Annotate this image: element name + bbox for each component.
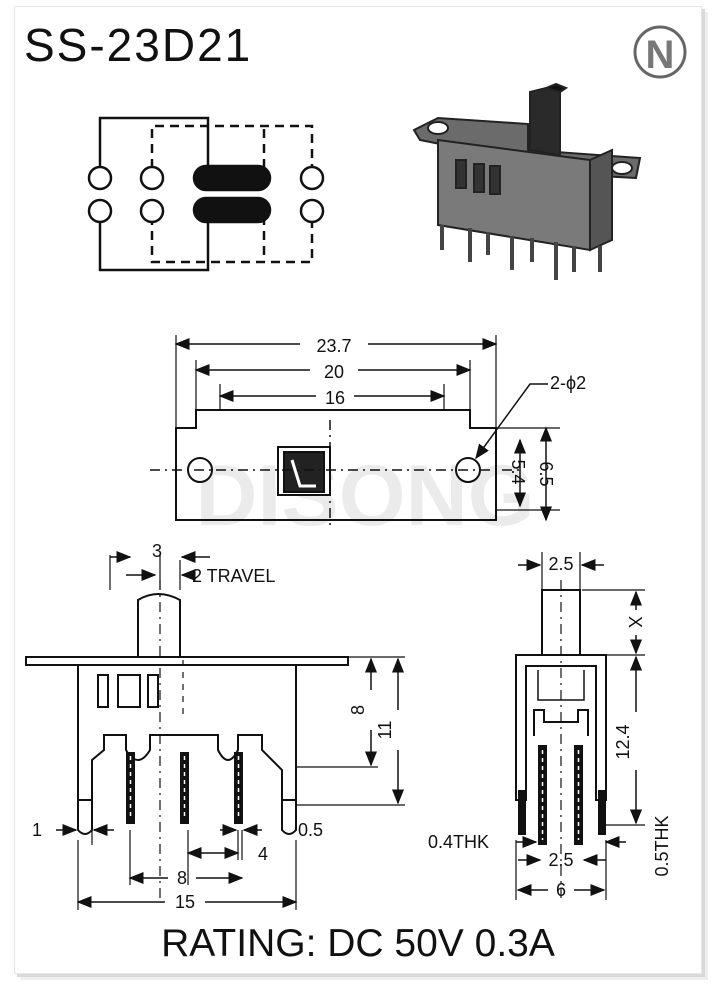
- dim-actuator-width: 3: [152, 541, 162, 561]
- dim-pin-width: 1: [32, 820, 42, 840]
- dim-thickness-05: 0.5THK: [652, 815, 672, 876]
- dim-body-height: 8: [348, 705, 368, 715]
- top-view: [150, 335, 560, 530]
- dim-side-height: 12.4: [613, 724, 633, 759]
- switch-illustration: [412, 82, 642, 280]
- dim-overall-length: 23.7: [316, 336, 351, 356]
- dim-side-x: X: [625, 616, 645, 628]
- dim-side-width: 6: [556, 880, 566, 900]
- dim-hole-spacing: 20: [324, 362, 344, 382]
- dim-pin-thickness: 0.5: [298, 820, 323, 840]
- watermark: DISONG: [195, 448, 534, 544]
- side-view: [515, 552, 645, 900]
- rating-text: RATING: DC 50V 0.3A: [161, 922, 555, 965]
- brand-logo: N: [633, 25, 687, 79]
- dim-inner-height: 5.4: [508, 459, 528, 484]
- circuit-schematic: [87, 116, 325, 272]
- dim-hole-diameter: 2-ϕ2: [550, 373, 586, 393]
- dim-base-width: 15: [175, 892, 195, 912]
- part-title: SS-23D21: [24, 19, 253, 71]
- dim-side-actuator: 2.5: [548, 554, 573, 574]
- front-view: [25, 551, 405, 910]
- dim-pitch-4: 4: [258, 844, 268, 864]
- dim-travel: 2 TRAVEL: [192, 566, 275, 586]
- dim-pitch-8: 8: [177, 868, 187, 888]
- dim-side-pitch: 2.5: [548, 850, 573, 870]
- dim-outer-height: 6.5: [536, 461, 556, 486]
- logo-letter: N: [646, 33, 675, 77]
- dim-inner-length: 16: [325, 388, 345, 408]
- dim-thickness-04: 0.4THK: [428, 832, 489, 852]
- dim-total-height: 11: [375, 721, 395, 740]
